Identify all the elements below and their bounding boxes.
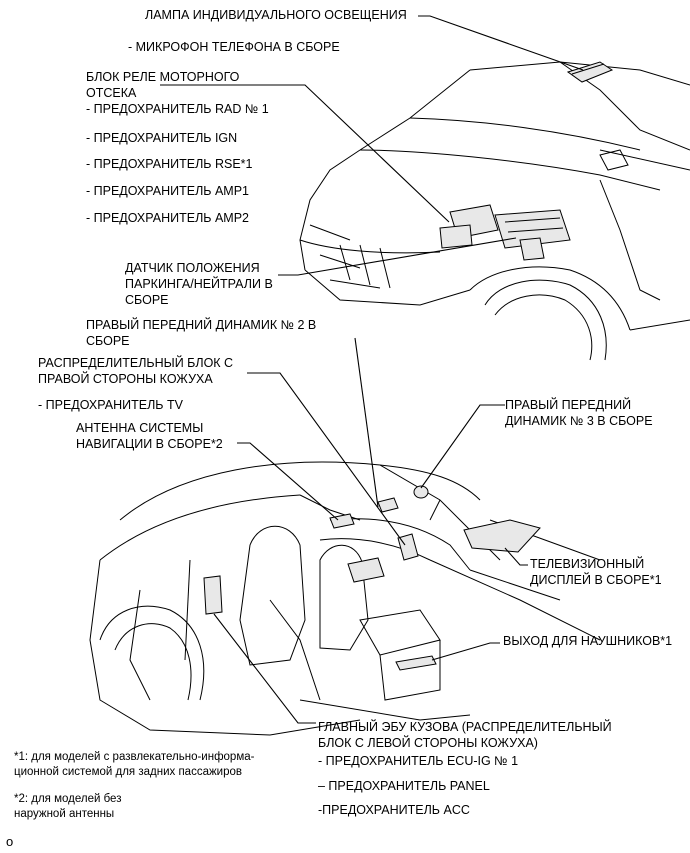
label-headphone: ВЫХОД ДЛЯ НАУШНИКОВ*1	[503, 634, 673, 648]
footnote-2-line2: наружной антенны	[14, 808, 115, 820]
label-fuse-amp1: - ПРЕДОХРАНИТЕЛЬ AMP1	[86, 184, 250, 198]
label-tv-display-line2: ДИСПЛЕЙ В СБОРЕ*1	[530, 573, 662, 587]
label-speaker3-line1: ПРАВЫЙ ПЕРЕДНИЙ	[505, 398, 632, 412]
label-fuse-tv: - ПРЕДОХРАНИТЕЛЬ TV	[38, 398, 183, 412]
footnote-1-line2: ционной системой для задних пассажиров	[14, 766, 242, 778]
label-park-sensor-line3: СБОРЕ	[125, 293, 169, 307]
interior-car-outline	[89, 461, 601, 736]
label-microphone: - МИКРОФОН ТЕЛЕФОНА В СБОРЕ	[128, 40, 340, 54]
overhead-lamp-part	[566, 61, 614, 83]
label-tv-display-line1: ТЕЛЕВИЗИОННЫЙ	[530, 557, 645, 571]
label-lamp: ЛАМПА ИНДИВИДУАЛЬНОГО ОСВЕЩЕНИЯ	[145, 8, 407, 22]
engine-relay-block-part	[439, 204, 571, 261]
label-speaker2-line2: СБОРЕ	[86, 334, 130, 348]
footnote-1-line1: *1: для моделей с развлекательно-информа…	[14, 751, 255, 763]
label-relay-block-line2: ОТСЕКА	[86, 86, 137, 100]
label-fuse-ecu-ig: - ПРЕДОХРАНИТЕЛЬ ECU-IG № 1	[318, 754, 519, 768]
front-car-outline	[299, 61, 690, 361]
label-junction-right-line2: ПРАВОЙ СТОРОНЫ КОЖУХА	[38, 372, 213, 386]
corner-mark: o	[6, 834, 14, 849]
label-speaker3-line2: ДИНАМИК № 3 В СБОРЕ	[505, 414, 653, 428]
leader-lines	[160, 15, 584, 724]
interior-parts	[203, 485, 541, 671]
label-nav-antenna-line2: НАВИГАЦИИ В СБОРЕ*2	[76, 437, 223, 451]
label-park-sensor-line2: ПАРКИНГА/НЕЙТРАЛИ В	[125, 277, 273, 291]
label-speaker2-line1: ПРАВЫЙ ПЕРЕДНИЙ ДИНАМИК № 2 В	[86, 318, 317, 332]
label-main-ecu-line1: ГЛАВНЫЙ ЭБУ КУЗОВА (РАСПРЕДЕЛИТЕЛЬНЫЙ	[318, 720, 612, 734]
label-nav-antenna-line1: АНТЕННА СИСТЕМЫ	[76, 421, 204, 435]
footnote-2-line1: *2: для моделей без	[14, 793, 122, 805]
label-fuse-ign: - ПРЕДОХРАНИТЕЛЬ IGN	[86, 131, 238, 145]
label-fuse-panel: – ПРЕДОХРАНИТЕЛЬ PANEL	[318, 779, 490, 793]
label-fuse-rse: - ПРЕДОХРАНИТЕЛЬ RSE*1	[86, 157, 253, 171]
label-relay-block-line1: БЛОК РЕЛЕ МОТОРНОГО	[86, 70, 240, 84]
label-park-sensor-line1: ДАТЧИК ПОЛОЖЕНИЯ	[125, 261, 260, 275]
label-fuse-acc: -ПРЕДОХРАНИТЕЛЬ ACC	[318, 803, 470, 817]
label-fuse-rad: - ПРЕДОХРАНИТЕЛЬ RAD № 1	[86, 102, 269, 116]
label-junction-right-line1: РАСПРЕДЕЛИТЕЛЬНЫЙ БЛОК С	[38, 356, 234, 370]
label-main-ecu-line2: БЛОК С ЛЕВОЙ СТОРОНЫ КОЖУХА)	[318, 736, 538, 750]
label-fuse-amp2: - ПРЕДОХРАНИТЕЛЬ AMP2	[86, 211, 250, 225]
